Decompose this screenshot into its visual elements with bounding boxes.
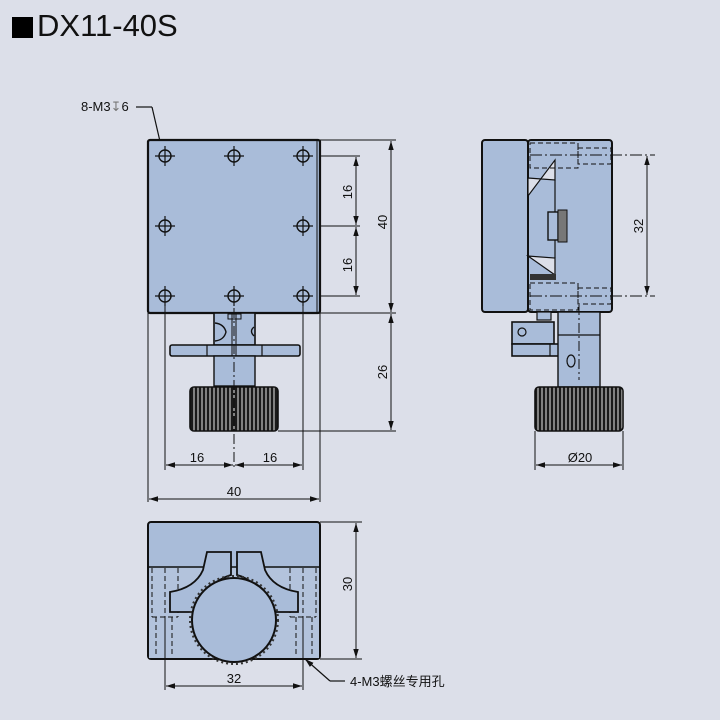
locking-lever <box>169 344 301 357</box>
dim-knob-diameter: Ø20 <box>568 450 593 465</box>
side-adjustment-knob <box>534 386 624 432</box>
dim-side-hole-spacing: 32 <box>631 219 646 233</box>
hole-callout-label: 8-M3↧6 <box>81 99 129 114</box>
bottom-view: 30 32 4-M3螺丝专用孔 <box>147 521 445 690</box>
dim-bottom-hole-spacing: 32 <box>227 671 241 686</box>
dim-hole-pitch-lower: 16 <box>340 258 355 272</box>
model-name: DX11-40S <box>37 8 178 43</box>
bottom-knob-circle <box>191 577 277 663</box>
top-view: 8-M3↧6 <box>81 99 396 502</box>
dim-hole-offset-right: 16 <box>263 450 277 465</box>
dim-knob-extension: 26 <box>375 365 390 379</box>
title-marker-icon <box>12 16 33 38</box>
dim-hole-pitch-upper: 16 <box>340 185 355 199</box>
mount-hole-callout: 4-M3螺丝专用孔 <box>350 674 445 689</box>
dim-plate-height: 40 <box>375 215 390 229</box>
dim-plate-width: 40 <box>227 484 241 499</box>
side-view: 32 Ø20 <box>481 139 655 470</box>
drawing-title: DX11-40S <box>12 8 178 44</box>
dim-hole-offset-left: 16 <box>190 450 204 465</box>
dim-bottom-height: 30 <box>340 577 355 591</box>
